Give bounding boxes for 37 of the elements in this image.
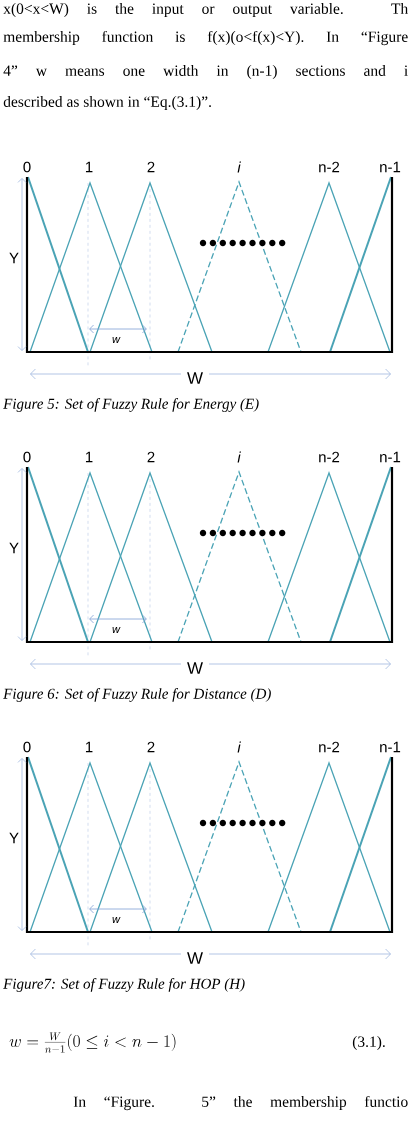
dimension-label: w	[112, 627, 121, 633]
equation-number: (3.1).	[352, 1036, 385, 1051]
peak-label: 2	[147, 451, 155, 463]
dimension-label: w	[112, 917, 121, 923]
body-text: membership function is f(x)(o<f(x)<Y). In “Figure	[3, 30, 408, 46]
dimension-label: w	[112, 337, 121, 343]
peak-label: 1	[85, 161, 93, 173]
body-text: described as shown in “Eq.(3.1)”.	[3, 96, 211, 111]
peak-label: 0	[23, 451, 31, 463]
axis-label: Y	[9, 832, 19, 844]
body-text: In “Figure. 5” the membership functio	[73, 1095, 408, 1111]
peak-label: n-1	[380, 741, 401, 753]
peak-label: i	[237, 741, 241, 753]
figure-caption: Figure 6: Set of Fuzzy Rule for Distance (D)	[3, 688, 271, 702]
dimension-label: W	[181, 661, 209, 675]
peak-label: n-1	[380, 451, 401, 463]
peak-label: 0	[23, 161, 31, 173]
axis-label: Y	[9, 542, 19, 554]
peak-label: n-2	[319, 451, 340, 463]
dimension-label: W	[181, 371, 209, 385]
peak-label: n-2	[319, 161, 340, 173]
axis-label: Y	[9, 252, 19, 264]
peak-label: n-1	[380, 161, 401, 173]
peak-label: n-2	[319, 741, 340, 753]
body-text: 4” w means one width in (n-1) sections and i	[3, 65, 408, 80]
body-text: x(0<x<W) is the input or output variable. Th	[3, 3, 408, 18]
figure-caption: Figure 5: Set of Fuzzy Rule for Energy (E)	[3, 398, 259, 412]
peak-label: 0	[23, 741, 31, 753]
peak-label: 1	[85, 741, 93, 753]
dimension-label: W	[181, 951, 209, 965]
equation: $w=\frac{W}{n-1}(0\leq i<n-1)$	[9, 1032, 176, 1053]
figure-caption: Figure7: Set of Fuzzy Rule for HOP (H)	[3, 978, 245, 992]
peak-label: i	[237, 451, 241, 463]
peak-label: i	[237, 161, 241, 173]
peak-label: 2	[147, 161, 155, 173]
peak-label: 1	[85, 451, 93, 463]
peak-label: 2	[147, 741, 155, 753]
